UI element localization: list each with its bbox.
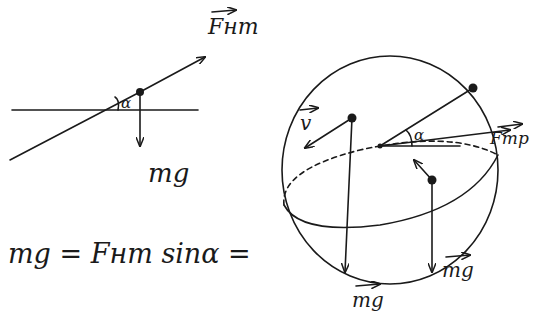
vector-arrow: [300, 108, 318, 110]
angle-label: α: [121, 96, 131, 111]
center-dot: [378, 144, 383, 149]
vector-arrow: [212, 10, 236, 12]
equation: mg = Fнт sinα =: [8, 240, 251, 267]
body-dot: [428, 176, 437, 185]
force-label: mg: [352, 290, 384, 310]
sphere-outline: [282, 56, 498, 284]
body-dot: [136, 88, 144, 96]
vector-arrow: [446, 255, 470, 257]
tension-vector: [140, 57, 205, 92]
equator-back: [284, 141, 498, 205]
velocity-label: v: [300, 113, 311, 133]
gravity-vector: [345, 118, 352, 272]
angle-label: α: [414, 128, 424, 143]
vector-arrow: [498, 124, 522, 127]
vector-arrow: [356, 284, 380, 286]
velocity-vector: [305, 118, 352, 148]
gravity-vector: [139, 92, 141, 146]
radius-line: [380, 88, 473, 146]
force-label: mg: [442, 260, 474, 280]
force-label: mg: [148, 160, 189, 186]
thread-line: [10, 92, 140, 160]
body-dot: [348, 114, 357, 123]
force-label: Fнт: [208, 16, 259, 38]
radius-line: [380, 145, 460, 147]
gravity-vector: [431, 180, 433, 272]
equator-front: [284, 155, 498, 228]
angle-arc: [115, 97, 119, 110]
angle-arc: [406, 130, 412, 146]
force-label: Fтр: [490, 130, 529, 147]
body-dot: [469, 84, 478, 93]
horizontal-line: [12, 109, 198, 111]
